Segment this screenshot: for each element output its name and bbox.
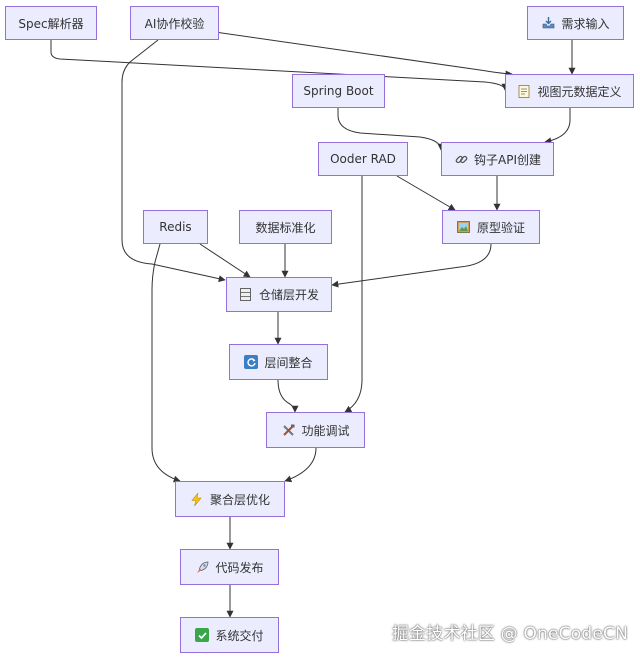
node-label: AI协作校验 bbox=[144, 16, 205, 31]
chain-link-icon bbox=[454, 152, 468, 166]
node-ai-check: AI协作校验 bbox=[130, 6, 219, 40]
edge-redis-to-agg_opt bbox=[151, 243, 181, 483]
check-mark-icon bbox=[195, 628, 210, 642]
refresh-icon bbox=[244, 355, 259, 369]
edge-ai_check-to-storage bbox=[121, 39, 226, 283]
edge-spring_boot-to-hook_api bbox=[337, 108, 445, 151]
edge-prototype-to-storage bbox=[331, 243, 492, 288]
node-label: 视图元数据定义 bbox=[537, 84, 622, 99]
node-data-standardization: 数据标准化 bbox=[239, 210, 332, 244]
edge-spec_parser-to-view_meta bbox=[50, 40, 509, 91]
node-label: 钩子API创建 bbox=[474, 152, 541, 167]
node-label: 功能调试 bbox=[301, 423, 350, 438]
node-label: 仓储层开发 bbox=[258, 288, 319, 302]
lightning-icon bbox=[190, 492, 204, 506]
node-hook-api: 钩子API创建 bbox=[441, 142, 554, 176]
node-label: 系统交付 bbox=[215, 628, 264, 643]
edges-layer bbox=[50, 26, 576, 618]
node-spring-boot: Spring Boot bbox=[292, 74, 385, 108]
node-view-metadata: 视图元数据定义 bbox=[505, 74, 634, 108]
inbox-tray-icon bbox=[541, 16, 555, 30]
node-ooder-rad: Ooder RAD bbox=[318, 142, 408, 176]
tools-icon bbox=[281, 423, 295, 437]
edge-view_meta-to-hook_api bbox=[544, 108, 571, 145]
edge-ai_check-to-view_meta bbox=[179, 26, 513, 78]
node-label: 代码发布 bbox=[215, 560, 264, 575]
node-system-delivery: 系统交付 bbox=[180, 617, 279, 653]
watermark: 掘金技术社区 @ OneCodeCN bbox=[391, 624, 628, 644]
node-label: Spec解析器 bbox=[18, 16, 84, 31]
node-function-debugging: 功能调试 bbox=[266, 412, 365, 448]
node-label: 数据标准化 bbox=[255, 220, 316, 235]
edge-ooder_rad-to-prototype bbox=[396, 175, 456, 211]
node-spec-parser: Spec解析器 bbox=[5, 6, 97, 40]
node-redis: Redis bbox=[143, 210, 208, 244]
node-layer-integration: 层间整合 bbox=[229, 344, 328, 380]
memo-icon bbox=[517, 84, 531, 98]
node-label: 聚合层优化 bbox=[209, 492, 270, 507]
node-aggregate-optimization: 聚合层优化 bbox=[175, 481, 285, 517]
rocket-icon bbox=[195, 560, 209, 574]
node-label: 需求输入 bbox=[561, 16, 610, 31]
framed-picture-icon bbox=[457, 220, 471, 234]
node-label: Spring Boot bbox=[303, 84, 374, 98]
node-label: 原型验证 bbox=[476, 220, 525, 235]
node-code-release: 代码发布 bbox=[180, 549, 279, 585]
node-label: Redis bbox=[159, 220, 192, 234]
node-requirement-input: 需求输入 bbox=[527, 6, 624, 40]
node-label: 层间整合 bbox=[264, 355, 313, 370]
node-storage-layer: 仓储层开发 bbox=[226, 277, 332, 312]
edge-func_debug-to-agg_opt bbox=[284, 447, 317, 483]
edge-layer_integrate-to-func_debug bbox=[277, 379, 299, 413]
edge-ooder_rad-to-func_debug bbox=[344, 176, 363, 413]
edge-redis-to-storage bbox=[199, 243, 251, 278]
storage-box-icon bbox=[239, 288, 253, 302]
node-label: Ooder RAD bbox=[330, 152, 396, 166]
node-prototype-validation: 原型验证 bbox=[442, 210, 540, 244]
